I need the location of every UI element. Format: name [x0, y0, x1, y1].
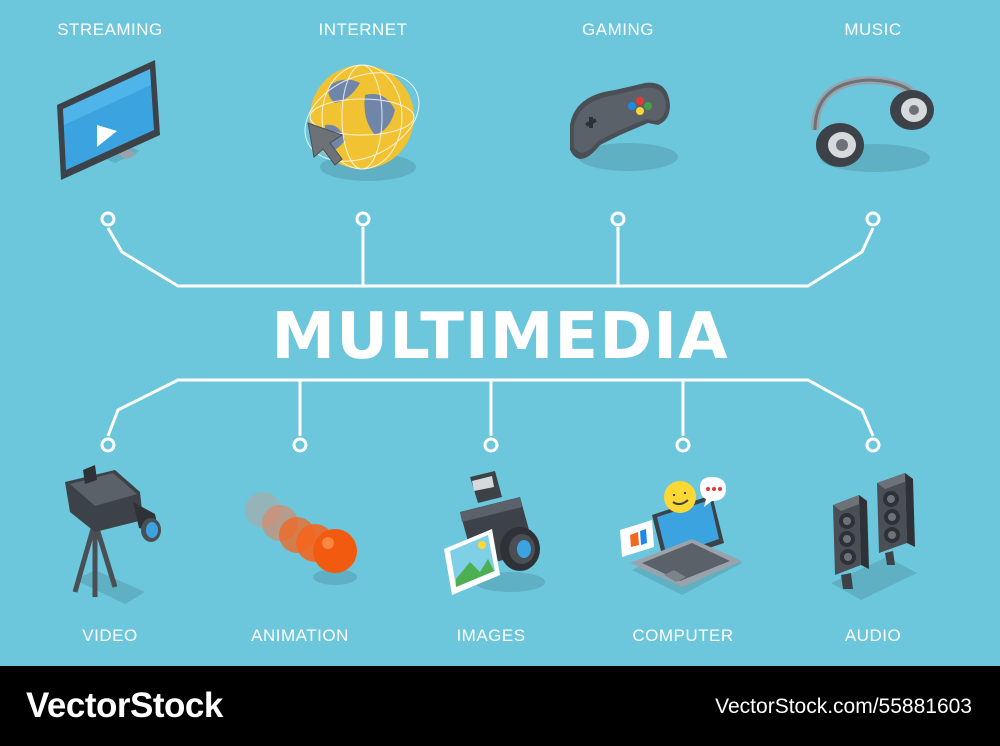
label-streaming: STREAMING [57, 20, 163, 39]
node-streaming [100, 211, 116, 227]
node-animation [292, 437, 308, 453]
page-title: MULTIMEDIA [271, 300, 729, 374]
globe-cursor-icon [304, 64, 420, 181]
gamepad-icon [570, 82, 678, 171]
node-video [100, 437, 116, 453]
label-images: IMAGES [456, 626, 526, 645]
label-gaming: GAMING [582, 20, 654, 39]
label-internet: INTERNET [318, 20, 408, 39]
node-audio [865, 437, 881, 453]
label-computer: COMPUTER [632, 626, 734, 645]
node-gaming [610, 211, 626, 227]
video-camera-icon [65, 465, 161, 604]
node-music [865, 211, 881, 227]
node-images [483, 437, 499, 453]
photo-camera-icon [444, 471, 545, 595]
laptop-chat-icon [620, 477, 742, 595]
brand-logo: VectorStock [26, 686, 223, 725]
top-connector-bus [106, 227, 875, 288]
monitor-play-icon [57, 60, 160, 180]
node-computer [675, 437, 691, 453]
speakers-icon [831, 473, 917, 600]
watermark-footer: VectorStock VectorStock.com/55881603 [0, 666, 1000, 746]
node-internet [355, 211, 371, 227]
image-id: VectorStock.com/55881603 [715, 695, 972, 718]
headphones-icon [811, 75, 934, 172]
bouncing-ball-icon [245, 492, 357, 585]
connector-lines [100, 211, 881, 453]
label-animation: ANIMATION [251, 626, 349, 645]
bottom-connector-bus [106, 378, 875, 437]
label-audio: AUDIO [844, 626, 902, 645]
label-video: VIDEO [82, 626, 138, 645]
label-music: MUSIC [844, 20, 902, 39]
